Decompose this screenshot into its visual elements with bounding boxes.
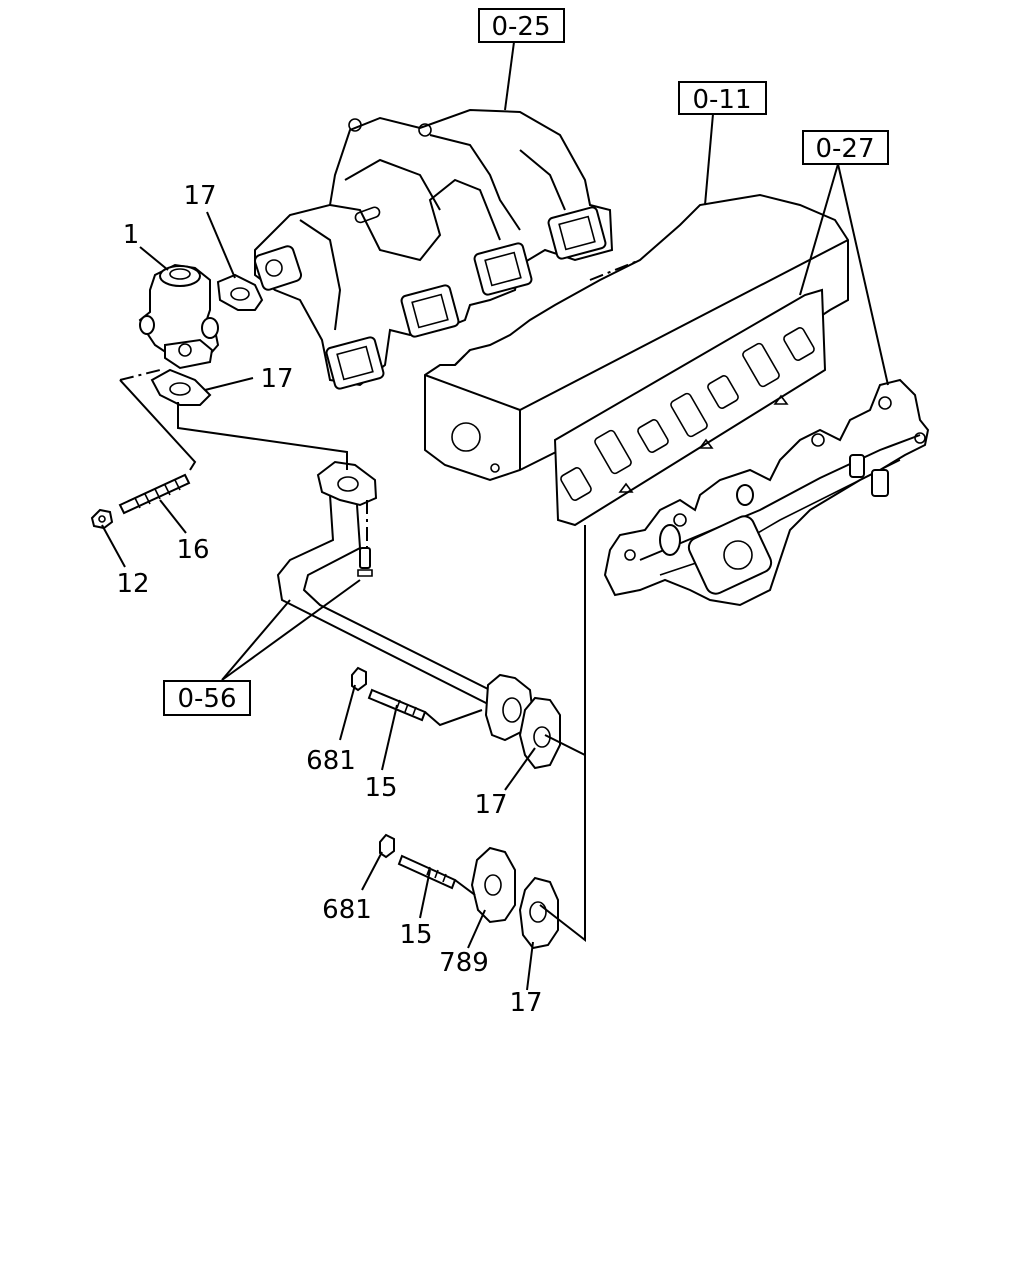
- callout-stud-valve: 16: [176, 535, 209, 565]
- cylinder-head: [424, 193, 849, 482]
- ref-box-intake-manifold: 0-25: [478, 8, 565, 43]
- callout-nut-lower: 681: [322, 895, 372, 925]
- callout-nut-pipe: 681: [306, 746, 356, 776]
- nut-lower: [379, 833, 395, 859]
- leader-lines: [101, 41, 889, 991]
- ref-label-intake-manifold: 0-25: [491, 12, 550, 42]
- gasket-lower: [518, 876, 559, 950]
- callout-stud-pipe: 15: [364, 773, 397, 803]
- nut-pipe: [351, 666, 367, 692]
- callout-adapter-lower: 789: [439, 948, 489, 978]
- callout-nut-valve: 12: [116, 569, 149, 599]
- callout-gasket-valve-top: 17: [183, 181, 216, 211]
- exhaust-gasket: [553, 288, 827, 527]
- gasket-valve-top: [216, 273, 264, 311]
- ref-box-egr-pipe: 0-56: [163, 680, 251, 716]
- nut-valve: [90, 508, 114, 530]
- adapter-lower: [470, 846, 516, 924]
- assembly-lines: [119, 369, 586, 943]
- callout-valve: 1: [123, 220, 140, 250]
- egr-valve: [138, 263, 220, 370]
- ref-box-exhaust-manifold: 0-27: [802, 130, 889, 165]
- callout-stud-lower: 15: [399, 920, 432, 950]
- callout-gasket-pipe: 17: [474, 790, 507, 820]
- stud-valve: [118, 473, 191, 515]
- ref-box-cylinder-head: 0-11: [678, 81, 767, 115]
- stud-lower: [397, 854, 457, 890]
- gasket-pipe: [518, 696, 561, 770]
- egr-pipe: [276, 460, 535, 742]
- callout-gasket-lower: 17: [509, 988, 542, 1018]
- intake-manifold: [253, 108, 614, 390]
- gasket-valve-bottom: [150, 368, 212, 406]
- ref-label-cylinder-head: 0-11: [692, 85, 751, 115]
- callout-gasket-valve-bottom: 17: [260, 364, 293, 394]
- ref-label-exhaust-manifold: 0-27: [815, 134, 874, 164]
- ref-label-egr-pipe: 0-56: [177, 684, 236, 714]
- exhaust-manifold: [603, 378, 930, 607]
